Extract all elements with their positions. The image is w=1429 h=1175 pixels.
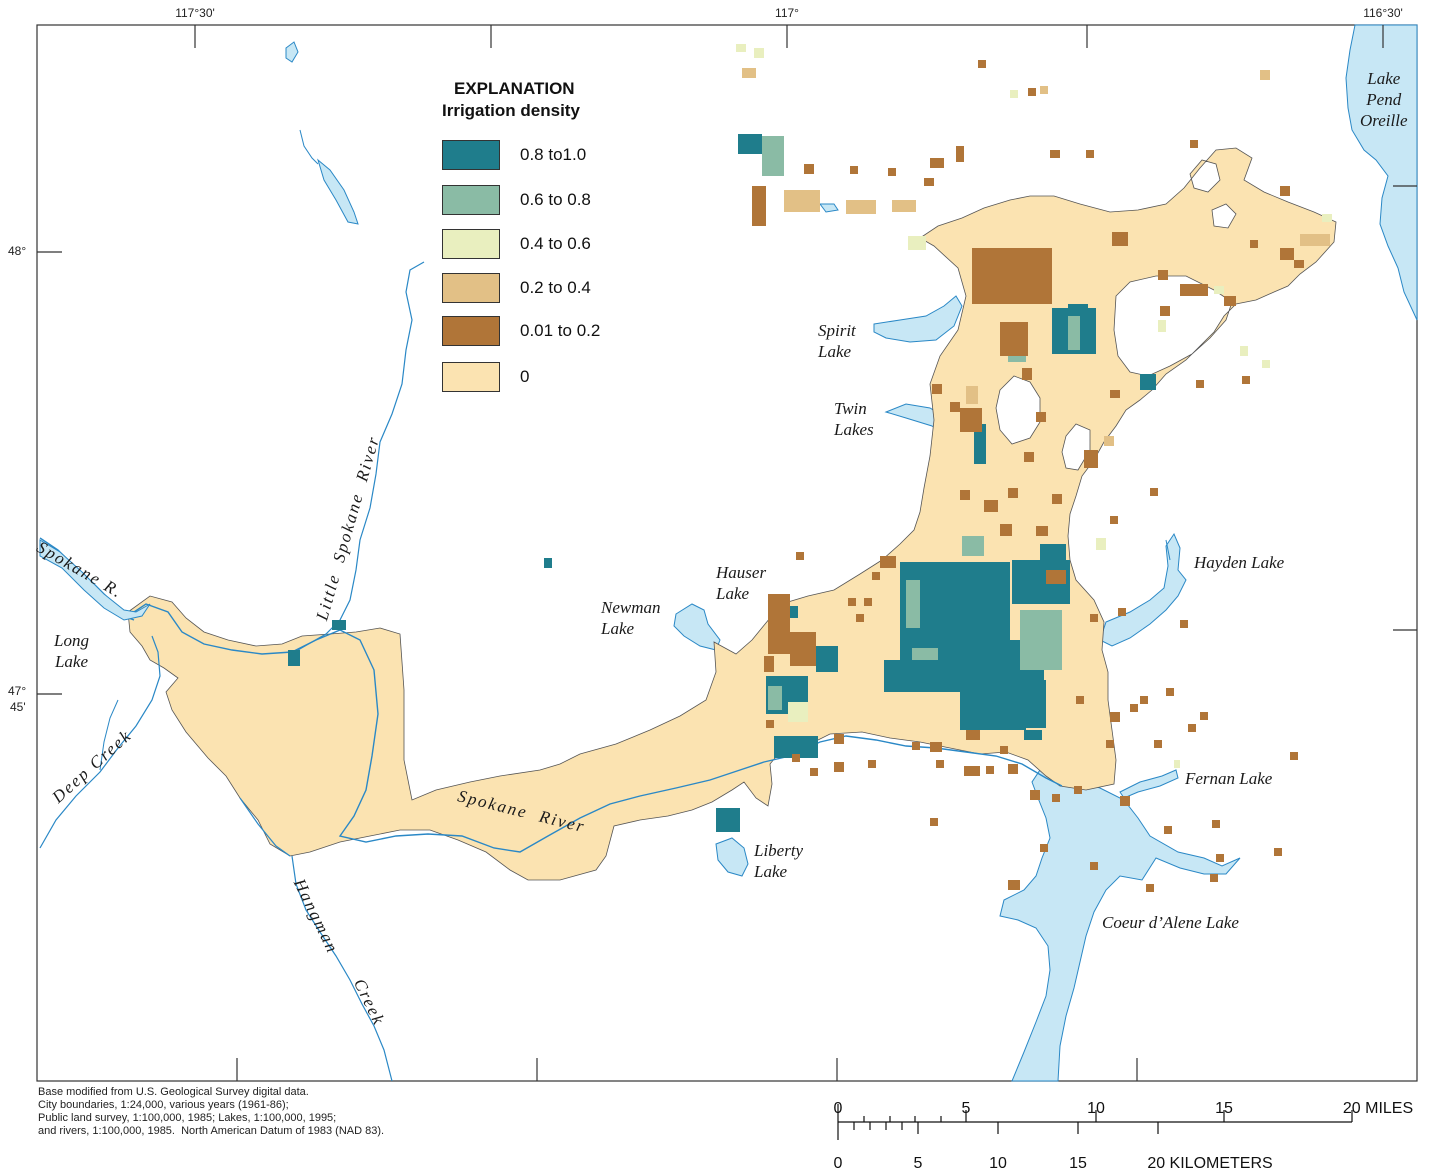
scale-km-10: 10 <box>989 1155 1007 1172</box>
legend-swatch <box>442 316 500 346</box>
stream-2 <box>1165 539 1171 561</box>
small-lake-2 <box>285 41 299 63</box>
scale-mile-0: 0 <box>833 1100 843 1117</box>
legend-swatch <box>442 140 500 170</box>
small-lake-3 <box>819 203 839 213</box>
label-liberty-lake: Liberty Lake <box>754 841 804 881</box>
lat-label-48: 48° <box>8 244 27 258</box>
scale-km-20: 20 KILOMETERS <box>1147 1155 1273 1172</box>
legend-label: 0 <box>520 367 530 386</box>
label-lake-pend-oreille: Lake Pend Oreille <box>1360 69 1408 130</box>
stream-1 <box>299 129 319 165</box>
legend-swatch <box>442 185 500 215</box>
scale-mile-5: 5 <box>961 1100 971 1117</box>
legend-swatch <box>442 273 500 303</box>
lon-label-117-30: 117°30' <box>175 6 215 20</box>
lat-label-45: 45' <box>10 700 26 714</box>
scale-km-0: 0 <box>833 1155 843 1172</box>
legend-label: 0.6 to 0.8 <box>520 190 591 209</box>
legend-swatch <box>442 229 500 259</box>
lon-label-117: 117° <box>775 6 799 20</box>
label-long-lake: Long Lake <box>54 631 89 671</box>
deep-creek <box>39 635 161 849</box>
legend: EXPLANATION Irrigation density 0.8 to1.0… <box>442 78 600 392</box>
legend-label: 0.2 to 0.4 <box>520 278 591 297</box>
hangman-creek <box>291 855 393 1082</box>
legend-label: 0.8 to1.0 <box>520 145 587 164</box>
deep-creek-branch <box>99 699 119 771</box>
graticule-ticks <box>37 25 1417 1081</box>
hayden-lake <box>1099 532 1187 647</box>
lon-label-116-30: 116°30' <box>1363 6 1403 20</box>
scale-km-5: 5 <box>913 1155 923 1172</box>
spokane-river <box>39 537 1063 853</box>
scale-mile-10: 10 <box>1087 1100 1105 1117</box>
source-credits: Base modified from U.S. Geological Surve… <box>38 1086 385 1137</box>
label-fernan-lake: Fernan Lake <box>1185 769 1273 788</box>
small-lake-1 <box>317 158 359 225</box>
spirit-lake <box>873 295 963 343</box>
coeur-dalene-lake <box>999 769 1241 1082</box>
long-lake <box>39 539 151 621</box>
hangman-creek-fork <box>239 797 291 857</box>
liberty-lake <box>715 837 749 877</box>
scale-km-15: 15 <box>1069 1155 1087 1172</box>
label-hauser-lake: Hauser Lake <box>716 563 767 603</box>
lat-label-47: 47° <box>8 684 27 698</box>
label-hayden-lake: Hayden Lake <box>1194 553 1285 572</box>
legend-subtitle: Irrigation density <box>442 101 580 120</box>
scale-mile-15: 15 <box>1215 1100 1233 1117</box>
label-coeur-dalene-lake: Coeur d’Alene Lake <box>1102 913 1239 932</box>
label-spirit-lake: Spirit Lake <box>818 321 856 361</box>
label-twin-lakes: Twin Lakes <box>834 399 874 439</box>
legend-swatch <box>442 362 500 392</box>
lake-pend-oreille <box>1345 24 1418 321</box>
legend-title: EXPLANATION <box>454 79 575 98</box>
scale-bar <box>837 1104 1353 1140</box>
legend-label: 0.4 to 0.6 <box>520 234 591 253</box>
scale-mile-20: 20 MILES <box>1342 1100 1414 1117</box>
irrigation-patches <box>288 44 1332 892</box>
label-newman-lake: Newman Lake <box>601 598 661 638</box>
legend-label: 0.01 to 0.2 <box>520 321 601 340</box>
